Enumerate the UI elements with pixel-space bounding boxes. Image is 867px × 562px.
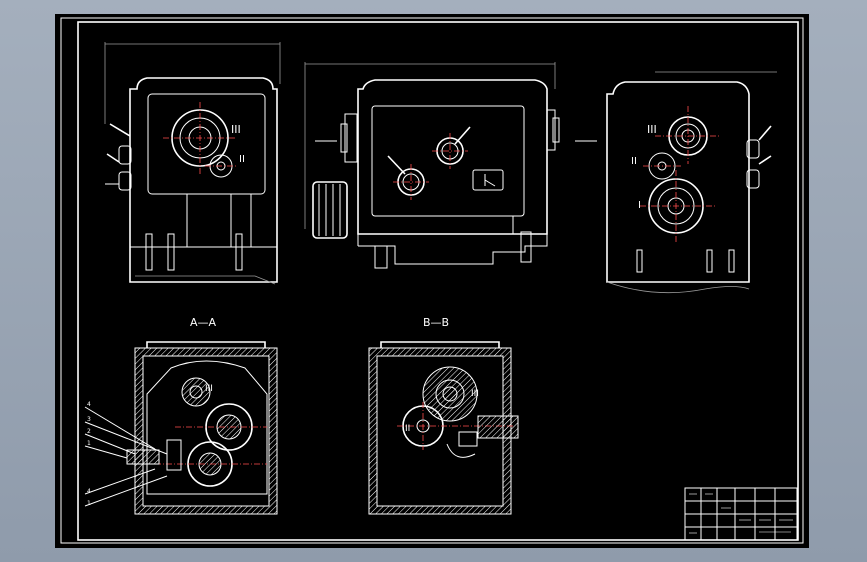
- callout-a-4b: 4: [87, 488, 91, 495]
- drawing-canvas[interactable]: III II: [55, 14, 809, 548]
- nameplate: [472, 169, 504, 191]
- shaft-label-seca-iii: III: [205, 384, 213, 394]
- section-b-label: B—B: [423, 316, 449, 329]
- right-view: III II I: [606, 71, 777, 294]
- callout-a-2: 2: [87, 428, 91, 435]
- shaft-label-front-ii: II: [239, 154, 245, 165]
- callout-a-1: 1: [87, 440, 91, 447]
- callout-a-3: 3: [87, 416, 91, 423]
- side-view: [304, 62, 597, 269]
- drawing-svg: III II: [60, 17, 804, 544]
- section-a-label: A—A: [190, 316, 217, 329]
- title-block[interactable]: [684, 487, 798, 541]
- pulley: [312, 181, 348, 239]
- shaft-label-secb-ii: II: [405, 424, 410, 434]
- shaft-label-right-iii: III: [647, 123, 657, 136]
- shaft-label-right-ii: II: [631, 156, 637, 167]
- section-b-view: B—B III II: [368, 316, 519, 515]
- shaft-label-front-iii: III: [231, 123, 241, 136]
- shaft-label-right-i: I: [638, 200, 641, 211]
- callout-a-1b: 1: [87, 500, 91, 507]
- outer-frame: [60, 17, 804, 544]
- callout-a-4: 4: [87, 401, 91, 408]
- section-a-view: A—A 4 3 2 1 4 1 III: [84, 316, 278, 515]
- shaft-label-secb-iii: III: [471, 389, 479, 399]
- front-view: III II: [104, 42, 281, 285]
- inner-frame: [77, 21, 799, 541]
